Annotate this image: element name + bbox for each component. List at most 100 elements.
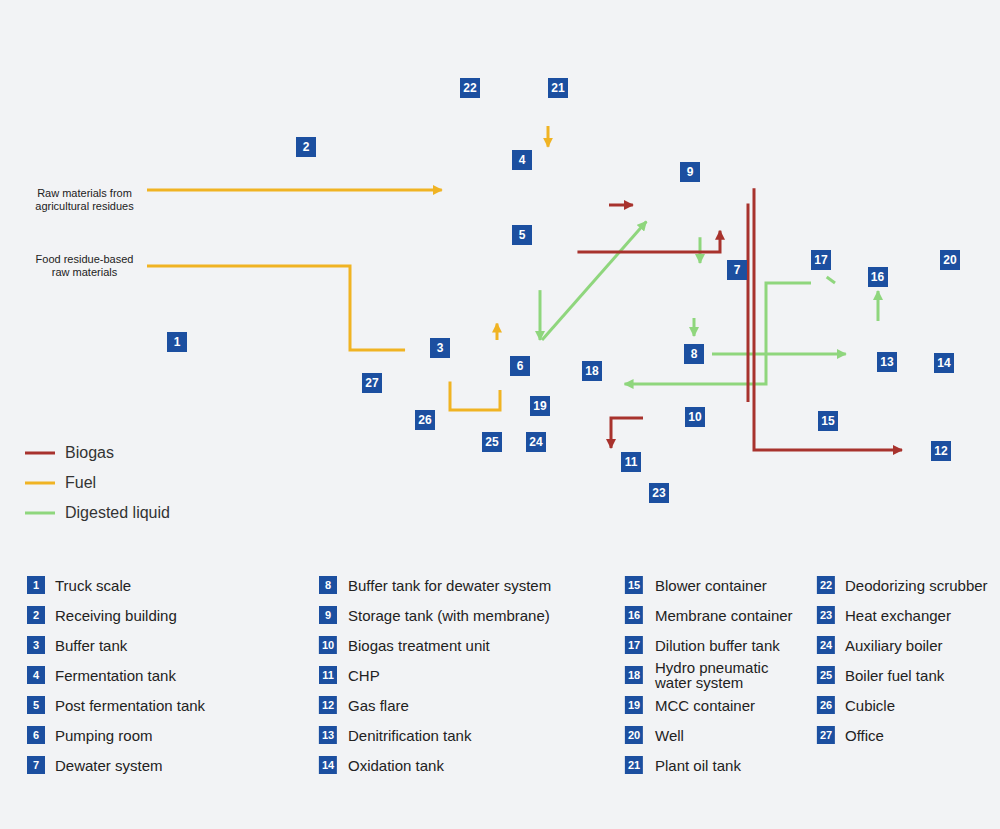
key-number: 8 <box>319 576 337 594</box>
callout-number: 16 <box>868 267 888 287</box>
key-number: 20 <box>625 726 643 744</box>
key-text: Blower container <box>655 578 805 593</box>
membrane-container: 16 <box>835 263 920 291</box>
key-text: Heat exchanger <box>845 608 951 623</box>
key-text: Gas flare <box>348 698 409 713</box>
callout-number: 14 <box>934 353 954 373</box>
pumping-room: 6 <box>487 340 553 390</box>
flow-line <box>542 222 646 340</box>
hydro-pneumatic-tank: 18 <box>568 340 628 400</box>
gas-flare-box: 12 <box>902 434 927 460</box>
key-number: 18 <box>625 666 643 684</box>
key-number: 5 <box>27 696 45 714</box>
callout-number: 26 <box>415 410 435 430</box>
key-text: MCC container <box>655 698 805 713</box>
callout-number: 2 <box>296 137 316 157</box>
key-text: Post fermentation tank <box>55 698 205 713</box>
callout-number: 13 <box>877 352 897 372</box>
callout-number: 9 <box>680 162 700 182</box>
callout-number: 18 <box>582 361 602 381</box>
callout-number: 10 <box>685 407 705 427</box>
key-text: Well <box>655 728 805 743</box>
key-number: 23 <box>817 606 835 624</box>
box-outline <box>271 102 396 360</box>
key-text: Oxidation tank <box>348 758 444 773</box>
key-number: 7 <box>27 756 45 774</box>
flow-line <box>754 188 902 450</box>
dewater-equipment <box>638 264 737 374</box>
flow-line <box>712 353 846 356</box>
key-text: Buffer tank for dewater system <box>348 578 551 593</box>
callout-number: 8 <box>684 344 704 364</box>
callout-number: 5 <box>512 225 532 245</box>
flow-line <box>611 418 643 448</box>
flow-line <box>147 189 442 192</box>
key-text: Office <box>845 728 884 743</box>
chp-box: 1123 <box>572 448 673 491</box>
key-number: 4 <box>27 666 45 684</box>
key-number: 24 <box>817 636 835 654</box>
flow-line <box>609 204 633 207</box>
callout-number: 17 <box>811 250 831 270</box>
legend-line <box>24 479 58 487</box>
flow-line <box>577 231 720 252</box>
flow-line <box>547 126 550 147</box>
callout-number: 24 <box>526 432 546 452</box>
callout-number: 27 <box>362 373 382 393</box>
post-fermentation-tank: 5 <box>464 177 580 293</box>
traffic-arrow <box>222 72 900 498</box>
flow-line <box>539 290 542 340</box>
key-number: 11 <box>319 666 337 684</box>
callout-number: 6 <box>510 356 530 376</box>
oxidation-tank: 13 14 <box>821 296 953 428</box>
key-number: 17 <box>625 636 643 654</box>
callout-number: 25 <box>482 432 502 452</box>
key-number: 13 <box>319 726 337 744</box>
tank-outline <box>811 274 829 292</box>
receiving-building: 2 <box>271 102 396 360</box>
callout-number: 11 <box>621 452 641 472</box>
oil-tank-box: 21 <box>526 93 593 126</box>
receiving-equipment <box>271 107 388 354</box>
key-text: Buffer tank <box>55 638 127 653</box>
key-number: 2 <box>27 606 45 624</box>
input-box: Raw materials from agricultural residues <box>22 183 147 217</box>
flow-line <box>747 203 750 402</box>
input-label: Raw materials from agricultural residues <box>28 187 141 213</box>
biogas-treatment-box: 10 <box>643 402 751 432</box>
key-number: 22 <box>817 576 835 594</box>
key-number: 6 <box>27 726 45 744</box>
flow-line <box>693 318 696 336</box>
key-text: Plant oil tank <box>655 758 805 773</box>
dewater-buffer-tank: 8 <box>676 336 712 372</box>
key-text: Pumping room <box>55 728 153 743</box>
buffer-tank: 3 <box>405 313 475 383</box>
flow-line <box>450 382 500 410</box>
dewater-system: 7 <box>663 263 738 318</box>
traffic-arrowhead <box>222 66 908 496</box>
key-text: Auxiliary boiler <box>845 638 943 653</box>
fermentation-tank: 54 <box>430 143 614 327</box>
storage-tank: 9 <box>624 106 756 238</box>
tank-hatching <box>410 318 470 378</box>
input-label: Food residue-based raw materials <box>28 253 141 279</box>
callout-number: 20 <box>940 250 960 270</box>
key-text: Dilution buffer tank <box>655 638 805 653</box>
key-number: 26 <box>817 696 835 714</box>
key-number: 9 <box>319 606 337 624</box>
site-buildings <box>168 95 958 480</box>
key-number: 21 <box>625 756 643 774</box>
callout-number: 7 <box>727 260 747 280</box>
callout-number: 22 <box>460 78 480 98</box>
key-text: Fermentation tank <box>55 668 176 683</box>
key-text: Truck scale <box>55 578 131 593</box>
flow-line <box>699 237 702 263</box>
callout-number: 15 <box>818 411 838 431</box>
legend-text: Biogas <box>65 444 114 462</box>
callout-number: 4 <box>512 150 532 170</box>
key-text: Receiving building <box>55 608 177 623</box>
flow-line <box>827 277 835 283</box>
key-text: CHP <box>348 668 380 683</box>
callout-number: 3 <box>430 338 450 358</box>
key-text: Deodorizing scrubber <box>845 578 988 593</box>
